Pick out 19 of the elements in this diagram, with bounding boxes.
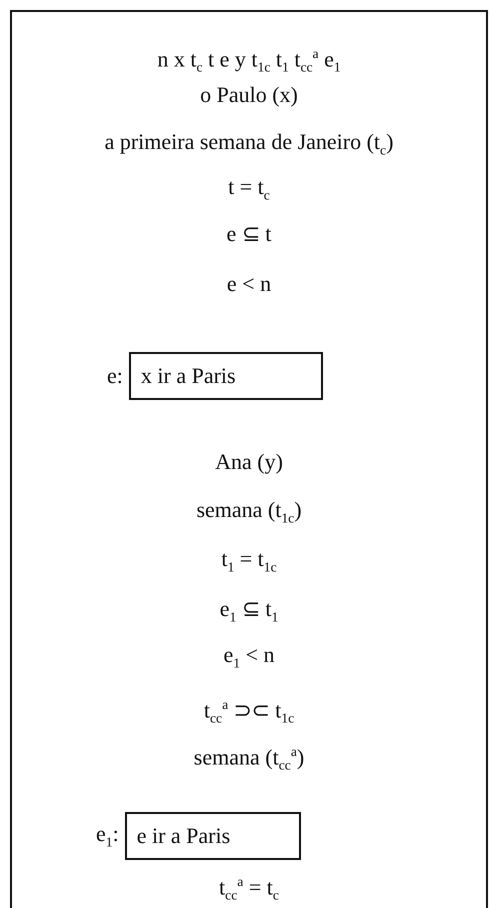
condition-box: e ir a Paris	[124, 812, 301, 860]
event-label: e:	[107, 363, 123, 389]
condition-text: e$_{1}$ < n	[222, 642, 276, 672]
drs-box	[10, 10, 488, 908]
condition-text: t = t$_{c}$	[227, 174, 271, 204]
condition-box: x ir a Paris	[128, 352, 323, 400]
condition-text: Ana (y)	[214, 449, 284, 475]
condition-text: a primeira semana de Janeiro (t$_{c}$)	[104, 129, 394, 160]
event-label: e$_{1}$:	[96, 821, 119, 851]
condition-text: e < n	[226, 271, 272, 297]
condition-text: e ⊆ t	[226, 221, 272, 247]
condition-text: t$_{1}$ = t$_{1c}$	[220, 546, 278, 576]
condition-text: e$_{1}$ ⊆ t$_{1}$	[218, 596, 280, 626]
condition-text: n x t$_{c}$ t e y t$_{1c}$ t$_{1}$ t$_{cc}$$^{a}$ e$_{1}$	[156, 45, 342, 77]
condition-text: t$_{cc}$$^{a}$ ⊃⊂ t$_{1c}$	[202, 696, 296, 728]
condition-text: semana (t$_{cc}$$^{a}$)	[192, 743, 306, 775]
condition-text: t$_{cc}$$^{a}$ = t$_{c}$	[218, 873, 280, 905]
condition-text: o Paulo (x)	[199, 82, 299, 108]
condition-text: semana (t$_{1c}$)	[195, 497, 303, 528]
